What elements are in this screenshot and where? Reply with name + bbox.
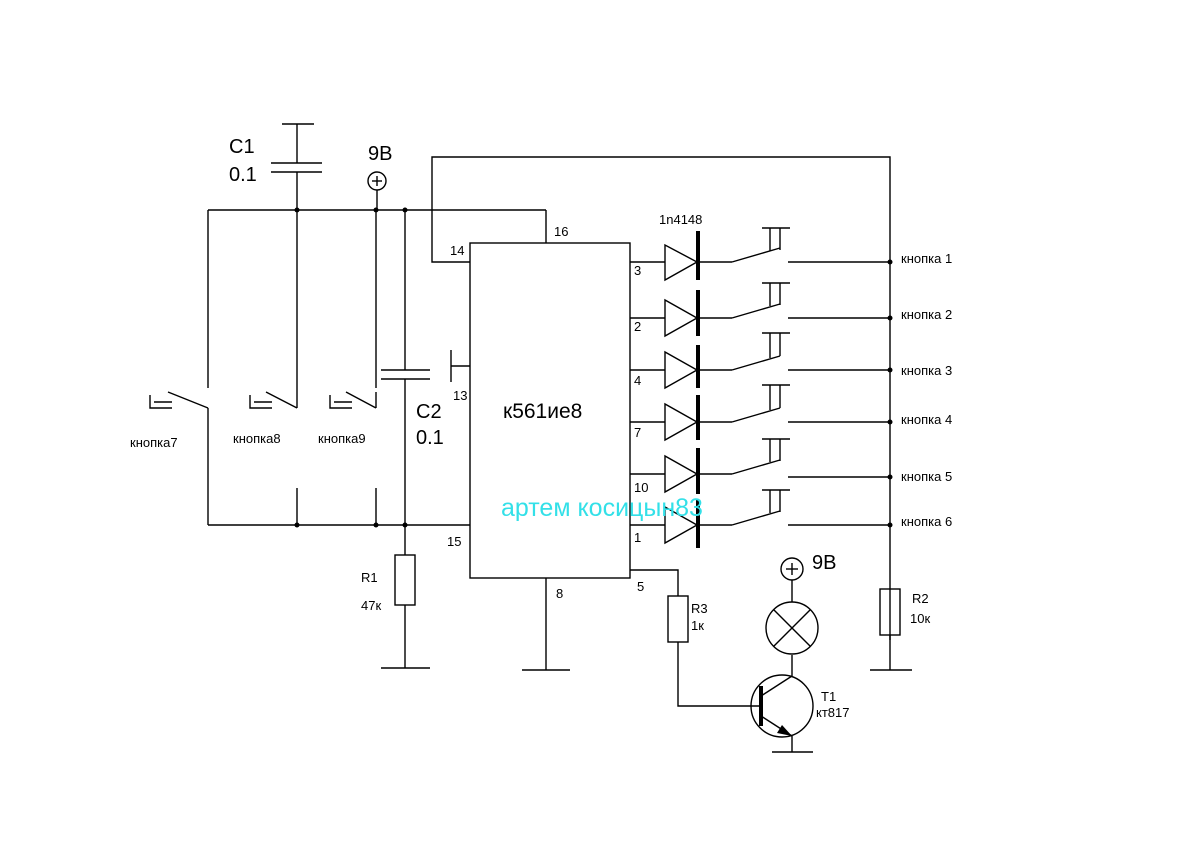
button-1-label: кнопка 1 — [901, 251, 952, 266]
lamp — [765, 580, 819, 655]
button-5-label: кнопка 5 — [901, 469, 952, 484]
button-3-label: кнопка 3 — [901, 363, 952, 378]
capacitor-c2: C2 0.1 — [381, 210, 470, 525]
r2-value: 10к — [910, 611, 930, 626]
pin-10: 10 — [634, 480, 648, 495]
button-8-label: кнопка8 — [233, 431, 281, 446]
diode-part-label: 1n4148 — [659, 212, 702, 227]
supply-top: 9В — [367, 143, 392, 210]
supply-top-label: 9В — [368, 143, 392, 165]
r3-name: R3 — [691, 601, 708, 616]
transistor-t1: T1 кт817 — [750, 655, 849, 753]
button-8-switch: кнопка8 — [233, 388, 298, 525]
pin-15: 15 — [447, 534, 461, 549]
button-6-label: кнопка 6 — [901, 514, 952, 529]
pin-2: 2 — [634, 319, 641, 334]
button-9-switch: кнопка9 — [318, 210, 377, 525]
r1-value: 47к — [361, 598, 381, 613]
pin-1: 1 — [634, 530, 641, 545]
r1-name: R1 — [361, 570, 378, 585]
pin-5: 5 — [637, 579, 644, 594]
button-4-label: кнопка 4 — [901, 412, 952, 427]
pin-13: 13 — [453, 388, 467, 403]
supply-lamp: 9В — [780, 552, 836, 581]
bottom-rail — [208, 522, 470, 528]
output-row-5: кнопка 5 — [630, 438, 952, 494]
top-rail — [208, 207, 547, 243]
pin-4: 4 — [634, 373, 641, 388]
output-row-1: кнопка 1 — [630, 227, 952, 282]
c2-name: C2 — [416, 401, 442, 423]
pin-16: 16 — [554, 224, 568, 239]
pin-7: 7 — [634, 425, 641, 440]
output-row-6: кнопка 6 — [630, 489, 952, 548]
c1-value: 0.1 — [229, 164, 257, 186]
output-row-2: кнопка 2 — [630, 282, 952, 338]
ic-k561ie8: к561ие8 16 14 13 15 8 3 2 4 7 10 1 5 — [447, 224, 648, 601]
pin-8: 8 — [556, 586, 563, 601]
output-row-4: кнопка 4 — [630, 384, 952, 442]
button-9-label: кнопка9 — [318, 431, 366, 446]
button-2-label: кнопка 2 — [901, 307, 952, 322]
capacitor-c1: C1 0.1 — [229, 123, 322, 388]
resistor-r3: R3 1к — [630, 569, 759, 707]
pin-3: 3 — [634, 263, 641, 278]
r2-name: R2 — [912, 591, 929, 606]
pin8-ground — [522, 578, 570, 671]
c2-value: 0.1 — [416, 427, 444, 449]
r3-value: 1к — [691, 618, 704, 633]
pin-14: 14 — [450, 243, 464, 258]
button-7-switch: кнопка7 — [130, 210, 209, 525]
output-row-3: кнопка 3 — [630, 332, 952, 390]
ic-name: к561ие8 — [503, 400, 582, 423]
t1-part: кт817 — [816, 705, 849, 720]
author-watermark: артем косицын83 — [501, 494, 703, 522]
supply-lamp-label: 9В — [812, 552, 836, 574]
resistor-r1: R1 47к — [361, 525, 430, 669]
button-7-label: кнопка7 — [130, 435, 178, 450]
t1-name: T1 — [821, 689, 836, 704]
c1-name: C1 — [229, 136, 255, 158]
resistor-r2: R2 10к — [870, 588, 930, 671]
